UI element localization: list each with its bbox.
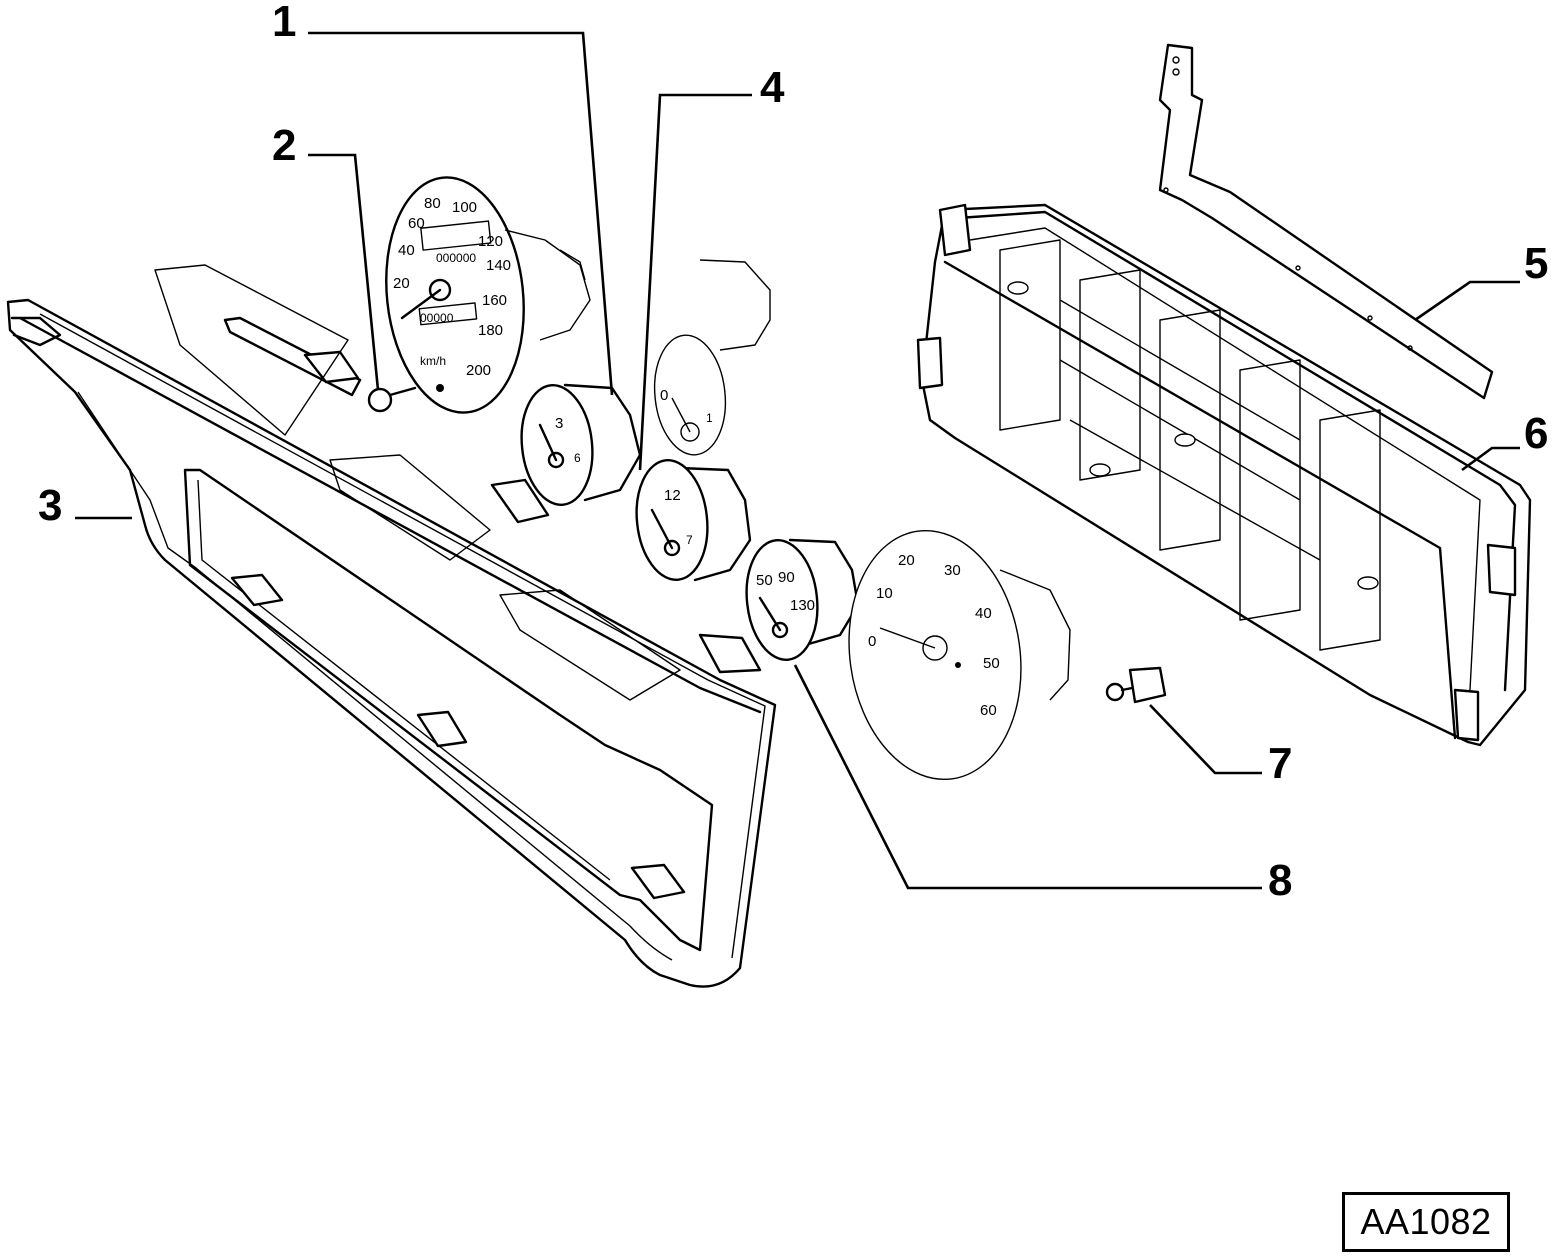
callout-5: 5 [1524, 239, 1548, 288]
speedo-tick-140: 140 [486, 257, 511, 274]
volt-mark-12: 12 [664, 487, 681, 504]
tachometer-dial: 0 10 20 30 40 50 60 [848, 529, 1071, 781]
speedo-odometer: 000000 [436, 251, 476, 265]
speedo-trip: 00000 [420, 311, 454, 325]
drawing-code: AA1082 [1360, 1201, 1492, 1242]
drawing-code-box: AA1082 [1342, 1192, 1510, 1252]
callout-2: 2 [272, 121, 296, 170]
callout-8: 8 [1268, 856, 1292, 905]
part-7-bulb-holder [1105, 666, 1167, 704]
callout-labels: 1 2 3 4 5 6 7 8 [38, 0, 1548, 905]
callout-6: 6 [1524, 409, 1548, 458]
speedo-tick-180: 180 [478, 322, 503, 339]
speedo-tick-40: 40 [398, 242, 415, 259]
leader-lines [75, 31, 1520, 890]
callout-3: 3 [38, 481, 62, 530]
speedo-tick-20: 20 [393, 275, 410, 292]
part-5-bracket [1158, 43, 1494, 400]
tacho-tick-30: 30 [944, 562, 961, 579]
fuel-mark-1: 1 [706, 411, 713, 425]
tacho-tick-50: 50 [983, 655, 1000, 672]
callout-4: 4 [760, 63, 785, 112]
temp-mark-50: 50 [756, 572, 773, 589]
tacho-tick-40: 40 [975, 605, 992, 622]
speedo-tick-120: 120 [478, 233, 503, 250]
speedo-tick-60: 60 [408, 215, 425, 232]
clock-gauge: 3 6 [520, 383, 642, 506]
tacho-tick-60: 60 [980, 702, 997, 719]
volt-mark-7: 7 [686, 533, 693, 547]
fuel-mark-0: 0 [660, 387, 668, 404]
part-8-temp-gauge: 50 90 130 [745, 538, 860, 661]
speedo-tick-160: 160 [482, 292, 507, 309]
speedo-unit: km/h [420, 354, 446, 368]
speedo-tick-100: 100 [452, 199, 477, 216]
tacho-tick-0: 0 [868, 633, 876, 650]
part-6-housing [916, 203, 1532, 747]
part-2-reset-knob [367, 386, 417, 413]
callout-7: 7 [1268, 739, 1292, 788]
clock-mark-3: 3 [555, 415, 563, 432]
tacho-tick-20: 20 [898, 552, 915, 569]
speedo-tick-200: 200 [466, 362, 491, 379]
voltmeter-gauge: 12 7 [635, 459, 752, 582]
temp-mark-130: 130 [790, 597, 815, 614]
fuel-gauge: 0 1 [653, 259, 771, 456]
callout-1: 1 [272, 0, 296, 46]
speedometer-dial: 20 40 60 80 100 120 140 160 180 200 km/h… [385, 176, 591, 414]
speedo-tick-80: 80 [424, 195, 441, 212]
temp-mark-90: 90 [778, 569, 795, 586]
tacho-tick-10: 10 [876, 585, 893, 602]
part-3-bezel-frame [6, 264, 777, 988]
clock-mark-6: 6 [574, 451, 581, 465]
